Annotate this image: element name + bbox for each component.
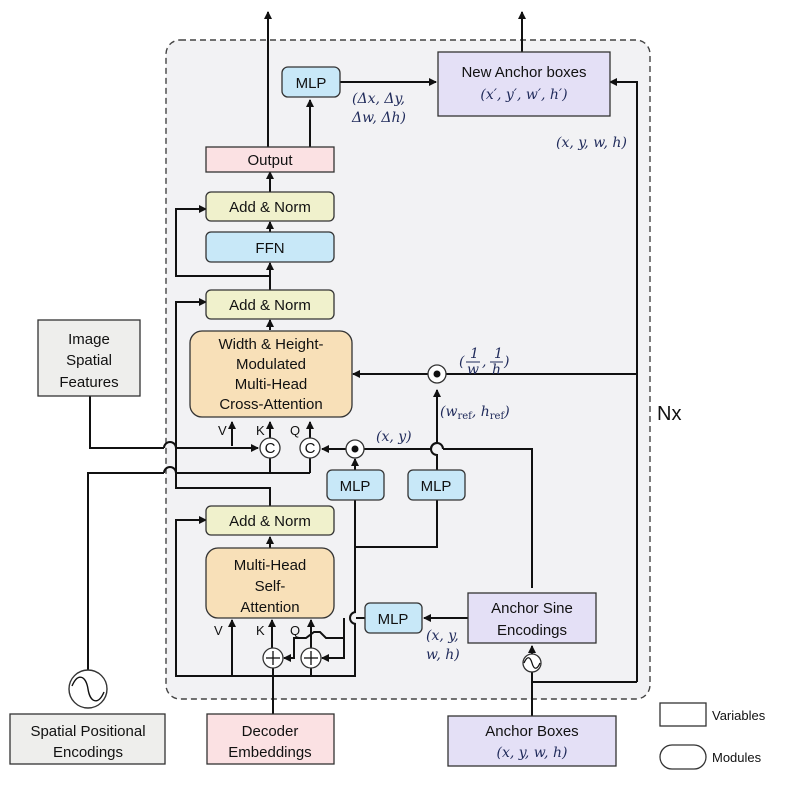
concat-q-icon: C [299, 437, 321, 459]
wh-ref-annotation: (wref, href) [440, 404, 510, 422]
ffn-module: FFN [205, 231, 335, 263]
new-anchor-boxes: New Anchor boxes (x′, y′, w′, h′) [437, 51, 611, 117]
svg-text:(wref, href): (wref, href) [440, 404, 510, 422]
svg-text:Modulated: Modulated [236, 356, 306, 373]
inverse-wh-annotation: 1 1 ( w , h ) [459, 346, 509, 378]
xywh-mlp-annotation-line1: (x, y, [426, 628, 459, 644]
add-q-icon [300, 647, 322, 669]
svg-text:Features: Features [59, 374, 118, 391]
xywh-mlp-annotation-line2: w, h) [426, 647, 460, 663]
svg-text:h: h [492, 362, 501, 378]
self-attention-module: Multi-Head Self- Attention [205, 547, 335, 619]
mlp-xy-module: MLP [326, 469, 385, 501]
xy-annotation: (x, y) [376, 429, 412, 445]
add-norm-self: Add & Norm [205, 505, 335, 536]
svg-text:Spatial: Spatial [66, 352, 112, 369]
anchor-sine-encodings: Anchor Sine Encodings [467, 592, 597, 644]
svg-text:(x′, y′, w′, h′): (x′, y′, w′, h′) [480, 87, 567, 103]
delta-annotation-line1: (Δx, Δy, [352, 91, 405, 107]
svg-text:Spatial Positional: Spatial Positional [30, 723, 145, 740]
svg-text:Add & Norm: Add & Norm [229, 513, 311, 530]
legend-variables-label: Variables [712, 708, 766, 723]
cross-q-label: Q [290, 423, 300, 438]
mlp-ref-module: MLP [407, 469, 466, 501]
spatial-positional-encodings: Spatial Positional Encodings [9, 713, 166, 765]
add-k-icon [262, 647, 284, 669]
svg-text:w: w [467, 362, 479, 378]
cross-v-label: V [218, 423, 227, 438]
cross-k-label: K [256, 423, 265, 438]
svg-text:Anchor Boxes: Anchor Boxes [485, 723, 578, 740]
svg-text:Anchor Sine: Anchor Sine [491, 600, 573, 617]
svg-text:Decoder: Decoder [242, 723, 299, 740]
svg-text:Embeddings: Embeddings [228, 744, 311, 761]
svg-text:C: C [305, 440, 316, 457]
multiply-xy-icon [345, 439, 365, 459]
multiply-wh-icon [427, 364, 447, 384]
add-norm-ffn: Add & Norm [205, 191, 335, 222]
svg-text:MLP: MLP [421, 478, 452, 495]
xywh-annotation: (x, y, w, h) [556, 135, 627, 151]
svg-text:1: 1 [470, 346, 479, 362]
cross-attention-module: Width & Height- Modulated Multi-Head Cro… [189, 330, 353, 418]
svg-text:Cross-Attention: Cross-Attention [219, 396, 322, 413]
mlp-delta-module: MLP [281, 66, 341, 98]
svg-text:(: ( [459, 354, 465, 370]
svg-text:Encodings: Encodings [53, 744, 123, 761]
add-norm-cross: Add & Norm [205, 289, 335, 320]
svg-text:Attention: Attention [240, 599, 299, 616]
legend-modules-swatch [659, 744, 707, 770]
delta-annotation-line2: Δw, Δh) [351, 110, 406, 126]
svg-text:Image: Image [68, 331, 110, 348]
svg-text:New Anchor boxes: New Anchor boxes [461, 64, 586, 81]
self-q-label: Q [290, 623, 300, 638]
concat-k-icon: C [259, 437, 281, 459]
legend: Variables Modules [659, 702, 766, 770]
sine-anchor-icon [522, 653, 542, 673]
image-spatial-features: Image Spatial Features [37, 319, 141, 397]
legend-variables-swatch [659, 702, 707, 727]
mlp-pos-module: MLP [364, 602, 423, 634]
svg-text:MLP: MLP [340, 478, 371, 495]
legend-modules-label: Modules [712, 750, 762, 765]
svg-text:(x, y, w, h): (x, y, w, h) [497, 745, 568, 761]
svg-text:Output: Output [247, 152, 293, 169]
svg-text:MLP: MLP [378, 611, 409, 628]
self-v-label: V [214, 623, 223, 638]
svg-text:Multi-Head: Multi-Head [234, 557, 307, 574]
wires [87, 11, 638, 716]
svg-text:Width & Height-: Width & Height- [218, 336, 323, 353]
anchor-boxes-input: Anchor Boxes (x, y, w, h) [447, 715, 617, 767]
self-k-label: K [256, 623, 265, 638]
svg-text:Self-: Self- [255, 578, 286, 595]
svg-text:Multi-Head: Multi-Head [235, 376, 308, 393]
svg-text:Add & Norm: Add & Norm [229, 297, 311, 314]
svg-text:Encodings: Encodings [497, 622, 567, 639]
sine-spatial-icon [68, 669, 108, 709]
svg-text:1: 1 [494, 346, 503, 362]
svg-text:C: C [265, 440, 276, 457]
svg-text:): ) [503, 354, 509, 370]
svg-text:FFN: FFN [255, 240, 284, 257]
repeat-label: Nx [657, 403, 681, 425]
svg-text:,: , [482, 354, 486, 370]
output-variable: Output [205, 146, 335, 173]
svg-text:MLP: MLP [296, 75, 327, 92]
svg-text:Add & Norm: Add & Norm [229, 199, 311, 216]
decoder-embeddings: Decoder Embeddings [206, 713, 335, 765]
